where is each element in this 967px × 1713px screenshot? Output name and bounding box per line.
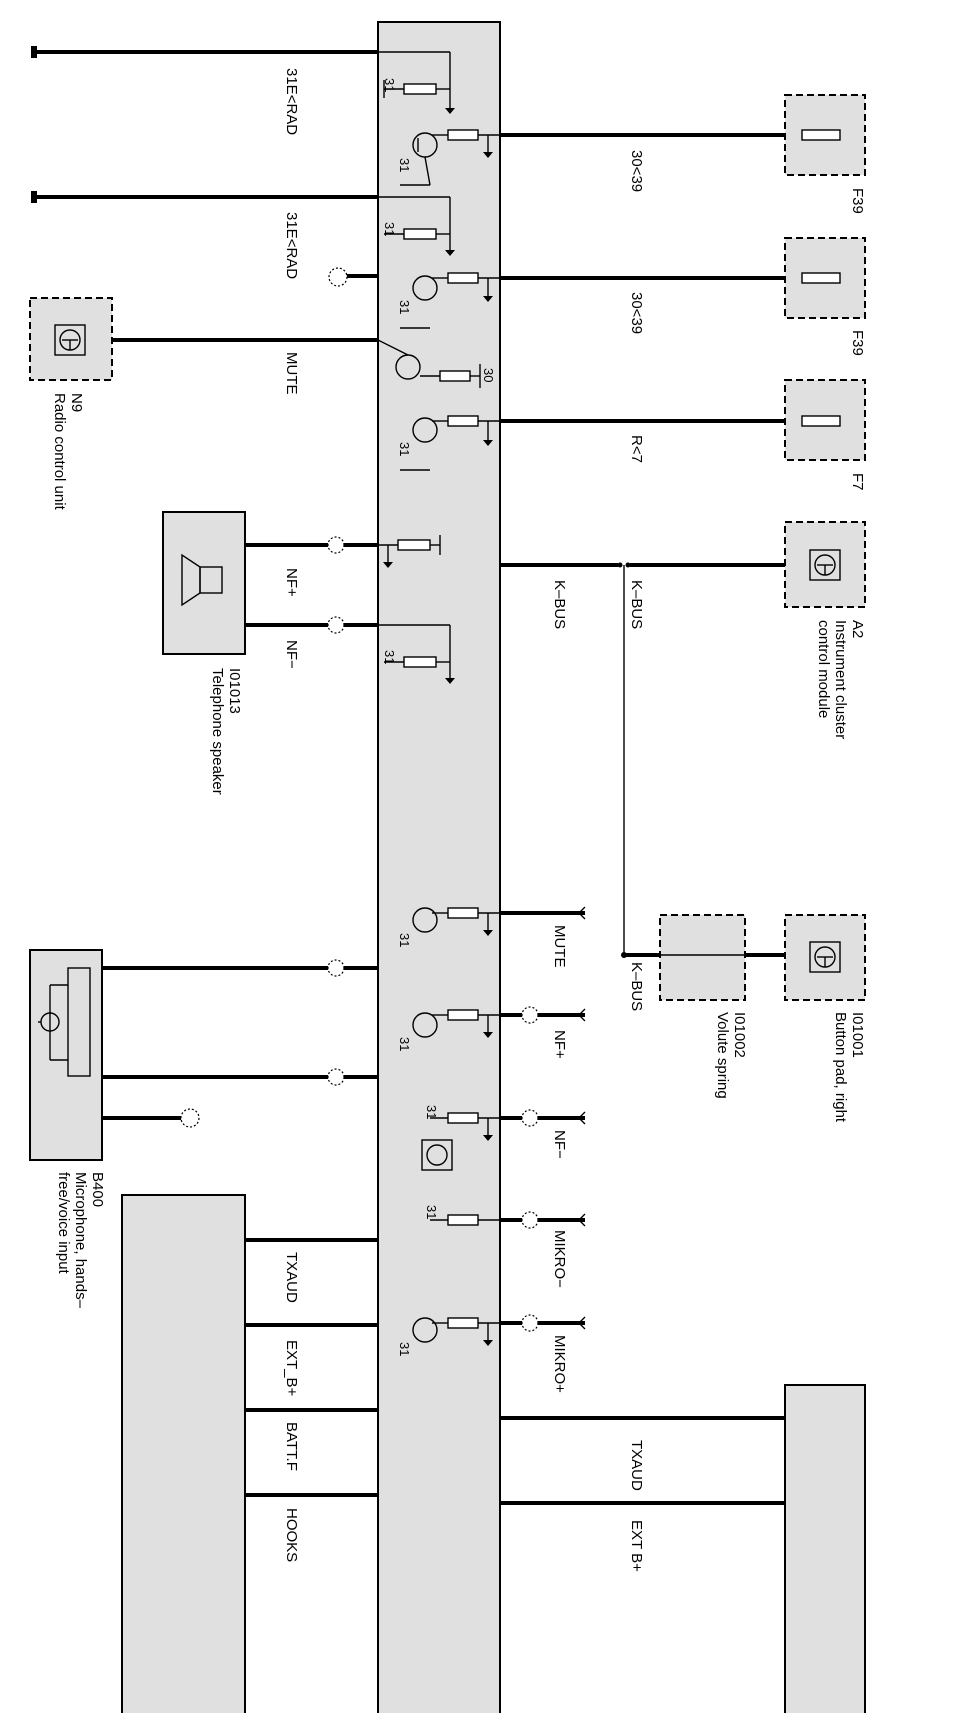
right-connector-ends [578,562,631,1330]
wire-label-mute: MUTE [283,352,300,395]
speaker-code: I01013 [226,668,243,714]
internal-circuits [377,51,500,1346]
wire-label-30-39: 30<39 [628,292,645,334]
telephone-module-body [377,21,501,1713]
wire-label-k-bus: K–BUS [551,580,568,629]
pin-label-31: 31 [397,1342,412,1356]
pin-label-31: 31 [424,1105,439,1119]
lower-right-module [784,1384,866,1713]
wire-label-30-39: 30<39 [628,150,645,192]
wire-label-mute: MUTE [551,925,568,968]
mic-name-line1: Microphone, hands– [72,1172,89,1309]
f39-code: F39 [849,188,866,214]
wire-label-ext-b-plus: EXT_B+ [283,1340,300,1397]
wire-label-31e-rad: 31E<RAD [283,68,300,135]
btnpad-code: I01001 [849,1012,866,1058]
mic-code: B400 [89,1172,106,1207]
wire-label-batt-f: BATT.F [283,1422,300,1471]
component-f7-fuse: F7 [784,379,866,491]
wire-label-nf-plus: NF+ [283,568,300,597]
f39-code: F39 [849,330,866,356]
wire-label-txaud: TXAUD [283,1252,300,1303]
a2-code: A2 [849,620,866,638]
component-volute-spring: I01002 Volute spring [659,914,748,1099]
wire-label-31e-rad: 31E<RAD [283,212,300,279]
n9-code: N9 [68,393,85,412]
component-a2-instrument-cluster: A2 Instrument cluster control module [784,521,866,739]
n9-name: Radio control unit [51,393,68,511]
wire-label-r-7: R<7 [628,435,645,463]
wire-label-nf-minus: NF− [551,1130,568,1159]
mic-name-line2: free/voice input [55,1172,72,1275]
pin-label-31: 31 [424,1205,439,1219]
wire-label-k-bus: K–BUS [628,962,645,1011]
pin-label-30: 30 [481,368,496,382]
wire-label-k-bus: K–BUS [628,580,645,629]
pin-label-31: 31 [397,158,412,172]
volute-name: Volute spring [714,1012,731,1099]
lower-left-module [121,1194,246,1713]
wire-label-mikro-minus: MIKRO− [551,1230,568,1288]
pin-label-31: 31 [382,222,397,236]
btnpad-name: Button pad, right [832,1012,849,1123]
wire-label-mikro-plus: MIKRO+ [551,1335,568,1393]
component-b400-microphone: B400 Microphone, hands– free/voice input [29,949,106,1309]
volute-code: I01002 [731,1012,748,1058]
a2-name-line1: Instrument cluster [832,620,849,739]
right-wires [500,133,800,1505]
f7-code: F7 [849,473,866,491]
left-wires [31,46,378,1497]
component-f39-fuse-1: F39 [784,94,866,214]
component-n9-radio-control-unit: N9 Radio control unit [29,297,113,511]
component-f39-fuse-2: F39 [784,237,866,356]
pin-label-31: 31 [397,1037,412,1051]
wire-label-nf-plus: NF+ [551,1030,568,1059]
speaker-name: Telephone speaker [209,668,226,795]
pin-label-31: 31 [382,78,397,92]
a2-name-line2: control module [815,620,832,718]
pin-label-31: 31 [397,442,412,456]
wire-label-nf-minus: NF− [283,640,300,669]
wire-label-txaud: TXAUD [628,1440,645,1491]
component-telephone-speaker: I01013 Telephone speaker [162,511,246,795]
pin-label-31: 31 [397,300,412,314]
wire-label-hooks: HOOKS [283,1508,300,1562]
pin-label-31: 31 [397,933,412,947]
wire-labels: 31E<RAD 31E<RAD MUTE NF+ NF− 30<39 30<39… [283,68,645,1572]
wire-label-ext-b-plus: EXT B+ [628,1520,645,1572]
optional-connectors [180,267,539,1332]
component-button-pad-right: I01001 Button pad, right [784,914,866,1123]
pin-label-31: 31 [382,650,397,664]
